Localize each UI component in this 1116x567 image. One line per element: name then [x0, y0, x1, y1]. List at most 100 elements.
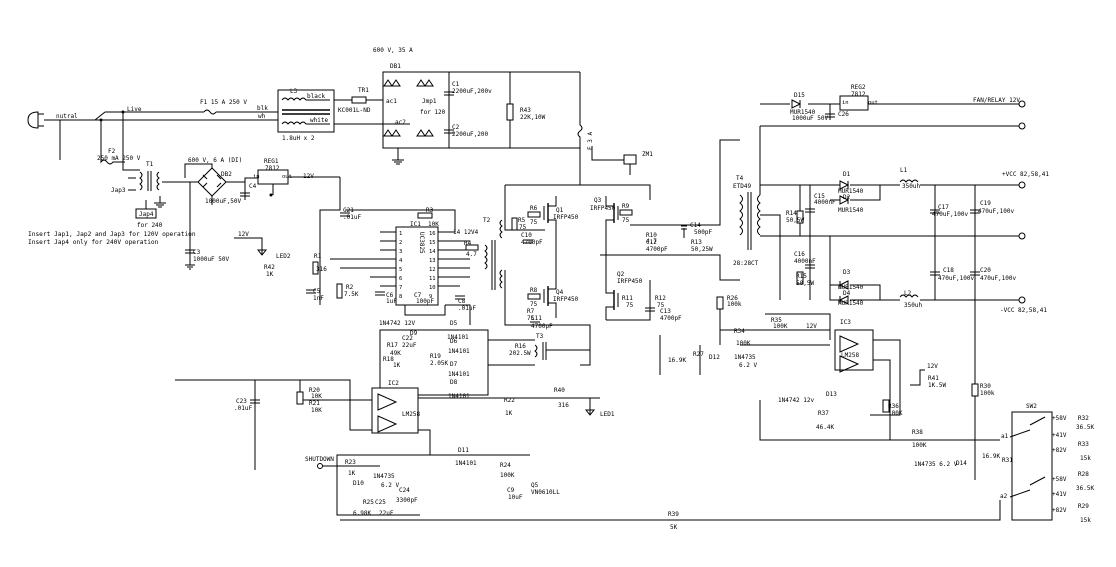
r6-label: R6 [530, 205, 538, 212]
r43-value: 22K,10W [520, 114, 546, 121]
d8-value: 1N4101 [448, 393, 470, 400]
c17-value: 470uF,100v [932, 211, 969, 218]
svg-text:12: 12 [429, 267, 436, 273]
q3-value: IRFP450 [590, 205, 616, 212]
c18-value: 470uF,100v [938, 275, 975, 282]
ic3-part: LM258 [841, 352, 859, 359]
c13-label: C13 [660, 308, 671, 315]
svg-text:15: 15 [429, 240, 436, 246]
t4-label: T4 [736, 175, 744, 182]
r1-label: R1 [314, 253, 322, 260]
q1-label: Q1 [556, 207, 564, 214]
r11-label: R11 [622, 295, 633, 302]
q2-value: IRFP450 [617, 278, 643, 285]
d10-value: 1N4735 [373, 473, 395, 480]
r40-value: 316 [558, 402, 569, 409]
sw2-a1: a1 [1001, 433, 1009, 440]
r36-value: 100K [888, 410, 903, 417]
c11-value: 4700pF [531, 323, 553, 330]
reg2-out: out [868, 100, 878, 106]
r41-label: R41 [928, 375, 939, 382]
resistor-r4 [465, 244, 479, 251]
db2-label: DB2 [221, 171, 232, 178]
r2-label: R2 [346, 284, 354, 291]
r3-value: 10K [428, 221, 439, 228]
q4-label: Q4 [556, 289, 564, 296]
r10-label: R10 [646, 232, 657, 239]
c5-label: C5 [313, 288, 321, 295]
d4-value: MUR1540 [838, 300, 864, 307]
c22-value: 22uF [402, 342, 417, 349]
diode-d15 [791, 99, 802, 109]
r41-value: 1K.5W [928, 382, 946, 389]
d13-label: D13 [826, 391, 837, 398]
t2-value: 14 12V4 [453, 229, 479, 236]
q5-value: VN0610LL [531, 489, 560, 496]
r7-label: R7 [527, 308, 535, 315]
r21-label: R21 [309, 400, 320, 407]
shutdown-input[interactable] [317, 463, 323, 469]
reg1-in: in [253, 174, 260, 180]
c1-value: 2200uF,200v [452, 88, 492, 95]
diode-d3 [838, 280, 849, 290]
c15-label: C15 [814, 193, 825, 200]
c21-label: C21 [343, 207, 354, 214]
led1-label: LED1 [600, 411, 615, 418]
c7-label: C7 [414, 292, 422, 299]
r33-value: 15k [1080, 455, 1091, 462]
d10-voltage: 6.2 V [381, 482, 399, 489]
c2-label: C2 [452, 124, 460, 131]
transformer-t4 [739, 192, 761, 250]
reg1-out: out [282, 174, 292, 180]
inductor-l2 [899, 294, 919, 298]
r5-value: 75 [519, 224, 527, 231]
fuse-f2-label: F2 [108, 148, 116, 155]
d12-value: 1N4735 [734, 354, 756, 361]
r1-value: 316 [316, 266, 327, 273]
l3-blk: blk [257, 105, 268, 112]
c2-value: 2200uF,200 [452, 131, 489, 138]
sw2-a2: a2 [1000, 493, 1008, 500]
t4-ratio: 28:28CT [733, 260, 759, 267]
d9-value: 1N4742 12V [379, 320, 416, 327]
c19-label: C19 [980, 200, 991, 207]
r29-label: R29 [1078, 503, 1089, 510]
reg2-in: in [842, 100, 849, 106]
db1-label: DB1 [390, 63, 401, 70]
resistor-r20 [296, 391, 304, 405]
c1-label: C1 [452, 81, 460, 88]
ic1-label: IC1 [410, 221, 421, 228]
r22-value: 1K [505, 410, 513, 417]
ic1-pin-labels: 1 2 3 4 5 6 7 8 16 15 14 13 12 11 10 9 [399, 231, 436, 300]
ic2-lm258 [371, 387, 419, 434]
jap4-note: for 240 [137, 222, 163, 229]
db1-ac1: ac1 [386, 98, 397, 105]
svg-text:4: 4 [399, 258, 403, 264]
r31-value: 16.9K [982, 453, 1000, 460]
terminal-vpos [1018, 181, 1026, 189]
r23-value: 1K [348, 470, 356, 477]
reg2-label: REG2 [851, 84, 866, 91]
r35-label: R35 [771, 317, 782, 324]
shutdown-label: SHUTDOWN [305, 456, 334, 463]
l3-white: white [310, 117, 328, 124]
c20-value: 470uF,100v [980, 275, 1017, 282]
r38-value: 100K [912, 442, 927, 449]
note-240v: Insert Jap4 only for 240V operation [28, 239, 159, 246]
r2-value: 7.5K [344, 291, 359, 298]
c16-value: 4000nF [794, 258, 816, 265]
resistor-r15 [796, 271, 804, 285]
diode-d4 [838, 295, 849, 305]
led2-label: LED2 [276, 253, 291, 260]
diode-d1 [839, 180, 850, 190]
c18-label: C18 [943, 267, 954, 274]
resistor-r5 [511, 217, 518, 231]
r19-value: 2.05K [430, 360, 448, 367]
d1-value: MUR1540 [838, 188, 864, 195]
c23-value: .01uF [234, 405, 252, 412]
r24-label: R24 [500, 462, 511, 469]
svg-text:8: 8 [399, 294, 402, 300]
transformer-t1 [139, 171, 160, 191]
terminal-gnd [1018, 232, 1026, 240]
jap4-label: Jap4 [139, 211, 154, 218]
